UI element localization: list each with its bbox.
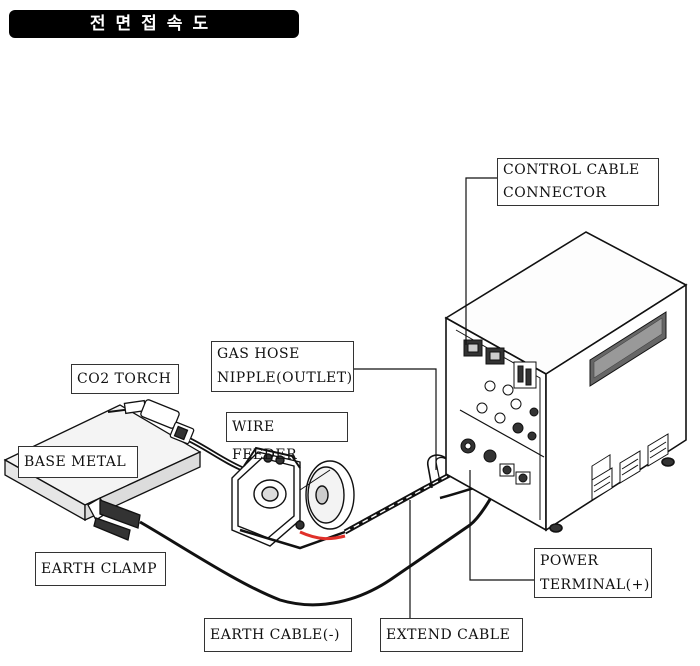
control-cable-connector-label: CONTROL CABLE CONNECTOR xyxy=(497,158,659,206)
gas-hose-red-segment xyxy=(299,530,346,541)
earth-clamp-label: EARTH CLAMP xyxy=(35,552,166,586)
page-title: 전면접속도 xyxy=(9,10,299,38)
co2-torch-drawing xyxy=(107,399,195,445)
front-panel-controls xyxy=(460,339,539,485)
power-terminal-label: POWER TERMINAL(+) xyxy=(534,548,652,598)
extend-cable-label: EXTEND CABLE xyxy=(380,618,523,652)
power-terminal-line1: POWER xyxy=(540,553,599,569)
earth-clamp-drawing xyxy=(87,497,141,541)
co2-torch-label: CO2 TORCH xyxy=(71,364,179,394)
base-metal-label: BASE METAL xyxy=(18,446,138,478)
power-terminal-line2: TERMINAL(+) xyxy=(540,577,650,593)
power-source-cabinet xyxy=(444,231,688,533)
control-cable-line1: CONTROL CABLE xyxy=(503,162,640,178)
earth-cable-line xyxy=(139,481,502,607)
side-vents xyxy=(591,433,669,501)
wire-feeder-drawing xyxy=(231,446,355,550)
earth-cable-label: EARTH CABLE(-) xyxy=(204,618,352,652)
gas-hose-nipple-label: GAS HOSE NIPPLE(OUTLET) xyxy=(211,341,354,392)
control-cable-line2: CONNECTOR xyxy=(503,185,607,201)
leader-lines xyxy=(354,177,534,618)
gas-hose-line1: GAS HOSE xyxy=(217,346,300,362)
gas-hose-line2: NIPPLE(OUTLET) xyxy=(217,370,353,386)
wire-feeder-label: WIRE FEEDER xyxy=(226,412,348,463)
